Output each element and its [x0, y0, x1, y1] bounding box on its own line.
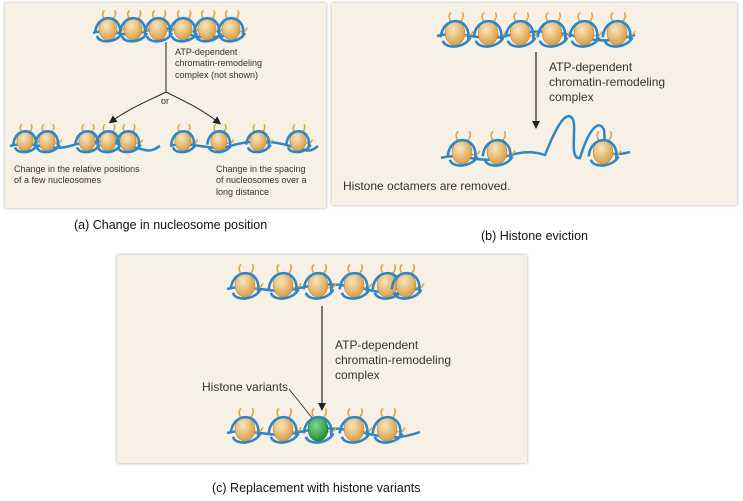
- nucleosome-b-top-1: [439, 12, 474, 48]
- nucleosome-a-right-1: [170, 124, 199, 154]
- remodel-label-a-line-3: complex (not shown): [175, 69, 259, 80]
- right-result-label: Change in the spacing of nucleosomes ove…: [216, 164, 307, 198]
- histone-variants-label: Histone variants: [202, 380, 289, 394]
- nucleosome-b-top-5: [568, 12, 603, 48]
- right-result-line-1: Change in the spacing: [216, 164, 306, 174]
- remodel-label-a-line-1: ATP-dependent: [175, 47, 238, 57]
- nucleosome-c-bottom-2: [267, 408, 302, 444]
- remodel-label-c-line-3: complex: [335, 368, 380, 382]
- caption-a: (a) Change in nucleosome position: [74, 218, 268, 232]
- nucleosome-a-top-4: [168, 10, 200, 43]
- nucleosome-c-bottom-3: [302, 408, 337, 444]
- nucleosome-a-right-3: [245, 124, 274, 154]
- nucleosome-b-top-3: [504, 12, 539, 48]
- caption-c: (c) Replacement with histone variants: [212, 481, 421, 495]
- nucleosome-a-top-2: [118, 10, 150, 43]
- nucleosome-c-bottom-4: [338, 408, 373, 444]
- nucleosome-c-top-3: [302, 264, 337, 300]
- nucleosome-b-bottom-2: [481, 131, 516, 167]
- nucleosome-a-left-4: [95, 124, 124, 154]
- variant-pointer-line: [288, 388, 314, 420]
- nucleosome-a-top-6: [216, 10, 248, 43]
- remodel-label-a: ATP-dependent chromatin-remodeling compl…: [175, 47, 262, 81]
- nucleosome-a-top-3: [143, 10, 175, 43]
- nucleosome-c-top-1: [229, 264, 264, 300]
- nucleosome-b-bottom-1: [446, 131, 481, 167]
- nucleosome-a-left-5: [115, 124, 144, 154]
- nucleosome-a-left-1: [12, 124, 41, 154]
- caption-b: (b) Histone eviction: [481, 229, 588, 243]
- nucleosome-group: [12, 10, 636, 444]
- nucleosome-b-top-4: [536, 12, 571, 48]
- nucleosome-a-top-5: [192, 10, 224, 43]
- remodel-label-a-line-2: chromatin-remodeling: [175, 58, 263, 69]
- remodel-label-b-line-1: ATP-dependent: [549, 60, 633, 74]
- remodel-label-b: ATP-dependent chromatin-remodeling compl…: [549, 60, 665, 105]
- left-result-line-1: Change in the relative positions: [14, 164, 140, 174]
- nucleosome-a-right-4: [285, 124, 314, 154]
- nucleosome-c-bottom-5: [371, 408, 406, 444]
- nucleosome-c-bottom-1: [229, 408, 264, 444]
- remodel-label-c-line-2: chromatin-remodeling: [335, 353, 452, 367]
- right-result-line-3: long distance: [216, 186, 270, 197]
- nucleosome-a-top-1: [93, 10, 125, 43]
- eviction-result-label: Histone octamers are removed.: [343, 179, 511, 193]
- nucleosome-c-top-4: [338, 264, 373, 300]
- left-result-line-2: of a few nucleosomes: [14, 175, 102, 186]
- right-result-line-2: of nucleosomes over a: [216, 175, 307, 186]
- nucleosome-b-bottom-3: [587, 131, 622, 167]
- nucleosome-c-top-6: [390, 264, 425, 300]
- nucleosome-c-top-2: [267, 264, 302, 300]
- arrow-a-left: [108, 91, 167, 124]
- remodel-label-c: ATP-dependent chromatin-remodeling compl…: [335, 338, 451, 383]
- or-label: or: [161, 96, 170, 106]
- panel-a: [5, 3, 326, 208]
- arrow-a-right: [165, 91, 222, 125]
- nucleosome-b-top-6: [601, 12, 636, 48]
- nucleosome-a-right-2: [206, 124, 235, 154]
- left-result-label: Change in the relative positions of a fe…: [14, 164, 140, 187]
- remodel-label-b-line-2: chromatin-remodeling: [549, 75, 666, 89]
- remodel-label-b-line-3: complex: [549, 90, 594, 104]
- remodel-label-c-line-1: ATP-dependent: [335, 338, 419, 352]
- nucleosome-b-top-2: [472, 12, 507, 48]
- nucleosome-a-left-2: [34, 124, 63, 154]
